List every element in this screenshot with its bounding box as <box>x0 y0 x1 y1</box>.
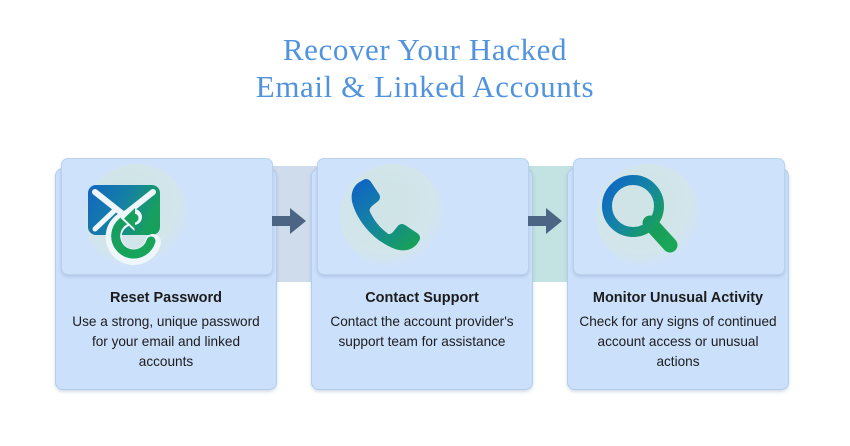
page-title-line-2: Email & Linked Accounts <box>255 69 595 104</box>
page-title-line-1: Recover Your Hacked <box>282 32 568 67</box>
step-icon-panel <box>61 158 273 275</box>
envelope-refresh-icon <box>76 161 186 271</box>
right-arrow-icon <box>528 206 562 236</box>
icon-halo <box>340 164 445 269</box>
step-icon-panel <box>317 158 529 275</box>
right-arrow-icon <box>272 206 306 236</box>
step-description: Use a strong, unique password for your e… <box>72 314 260 369</box>
step-description: Contact the account provider's support t… <box>330 314 514 349</box>
phone-handset-icon <box>332 161 442 271</box>
step-card-text: Contact Support Contact the account prov… <box>312 289 532 352</box>
step-description: Check for any signs of continued account… <box>579 314 777 369</box>
step-card-text: Monitor Unusual Activity Check for any s… <box>568 289 788 372</box>
step-icon-panel <box>573 158 785 275</box>
step-heading: Contact Support <box>365 290 479 306</box>
magnifying-glass-icon <box>588 161 698 271</box>
step-card-text: Reset Password Use a strong, unique pass… <box>56 289 276 372</box>
page-title: Recover Your Hacked Email & Linked Accou… <box>0 31 850 105</box>
step-heading: Reset Password <box>109 290 223 306</box>
step-heading: Monitor Unusual Activity <box>592 290 764 306</box>
